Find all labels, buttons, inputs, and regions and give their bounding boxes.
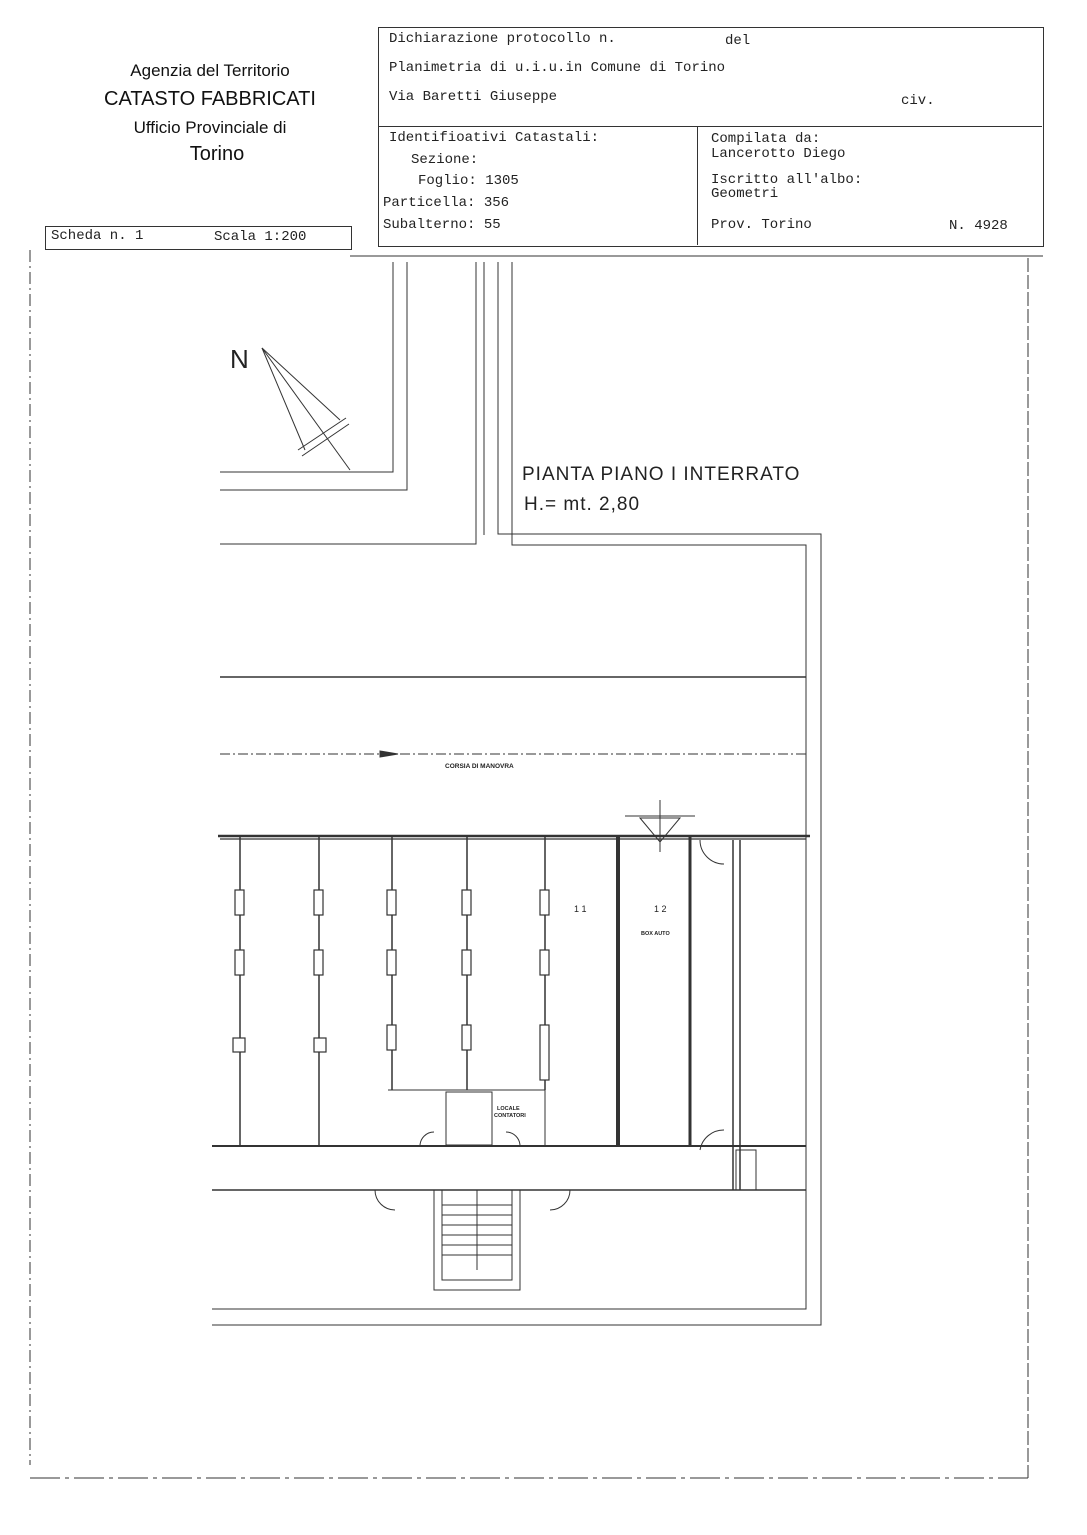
scale: Scala 1:200	[214, 229, 307, 245]
box-auto-label: BOX AUTO	[641, 931, 670, 937]
agency-name: Agenzia del Territorio	[130, 61, 290, 80]
catasto-title: CATASTO FABBRICATI	[104, 88, 316, 110]
office-label: Ufficio Provinciale di	[133, 118, 287, 137]
scheda-box	[45, 226, 352, 250]
registration-number: N. 4928	[949, 218, 1008, 234]
outer-wall	[212, 262, 822, 1326]
header-vdivider	[697, 126, 698, 245]
foglio: Foglio: 1305	[418, 173, 519, 189]
stairs	[433, 1189, 521, 1291]
del-label: del	[725, 33, 751, 49]
compilata-label: Compilata da:	[711, 131, 821, 147]
office-city: Torino	[189, 143, 245, 165]
particella: Particella: 356	[383, 195, 510, 211]
unit-11-label: 1 1	[574, 904, 587, 914]
unit-12-label: 1 2	[654, 904, 667, 914]
locale-label: LOCALE	[497, 1106, 520, 1112]
header-divider	[378, 126, 1042, 127]
province: Prov. Torino	[711, 217, 812, 233]
contatori-label: CONTATORI	[494, 1113, 526, 1119]
corsia-label: CORSIA DI MANOVRA	[445, 763, 514, 770]
identificativi-label: Identifioativi Catastali:	[389, 130, 600, 146]
protocol-label: Dichiarazione protocollo n.	[389, 31, 616, 47]
north-label: N	[230, 344, 249, 374]
iscritto-label: Iscritto all'albo:	[711, 172, 863, 188]
north-arrow-icon	[261, 347, 351, 471]
scheda-number: Scheda n. 1	[51, 228, 144, 244]
planimetria-label: Planimetria di u.i.u.in Comune di Torino	[389, 60, 726, 76]
civ-label: civ.	[901, 93, 935, 109]
plan-height: H.= mt. 2,80	[524, 494, 640, 515]
compilata-name: Lancerotto Diego	[711, 146, 846, 162]
arrow-icon	[379, 750, 399, 758]
sezione: Sezione:	[411, 152, 479, 168]
locale-room	[445, 1091, 493, 1146]
iscritto-value: Geometri	[711, 186, 779, 202]
header-box	[378, 27, 1044, 247]
subalterno: Subalterno: 55	[383, 217, 501, 233]
plan-title: PIANTA PIANO I INTERRATO	[522, 464, 800, 485]
address: Via Baretti Giuseppe	[389, 89, 558, 105]
